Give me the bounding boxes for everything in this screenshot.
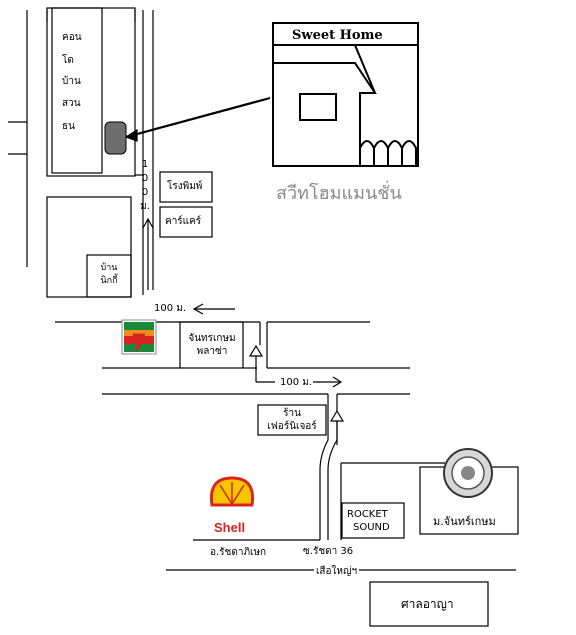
distance-char: 0 bbox=[141, 187, 149, 198]
condo-line: คอน bbox=[62, 32, 82, 43]
svg-text:7: 7 bbox=[131, 331, 146, 356]
distance-lower: 100 ม. bbox=[280, 377, 313, 388]
road-soi: ซ.รัชดา 36 bbox=[303, 546, 354, 557]
shell-icon bbox=[209, 476, 255, 507]
rocket-line: SOUND bbox=[353, 522, 390, 533]
university-seal-icon bbox=[443, 448, 493, 498]
seven-eleven-icon: 7 bbox=[121, 319, 157, 356]
building-marker bbox=[104, 121, 127, 155]
sweet-home-thai-name: สวีทโฮมแมนชั่น bbox=[276, 183, 402, 204]
road-main: เสือใหญ่ฯ bbox=[314, 566, 360, 578]
carcare-label: คาร์แคร์ bbox=[165, 216, 202, 227]
distance-char: 0 bbox=[141, 173, 149, 184]
condo-line: สวน bbox=[62, 98, 81, 109]
nikki-line: บ้าน bbox=[100, 263, 118, 273]
distance-upper: 100 ม. bbox=[154, 303, 187, 314]
nikki-line: นิกกี้ bbox=[100, 276, 118, 286]
distance-char: ม. bbox=[140, 201, 150, 212]
plaza-line: จันทรเกษม bbox=[188, 333, 236, 344]
condo-line: บ้าน bbox=[62, 76, 81, 87]
printing-label: โรงพิมพ์ bbox=[167, 181, 203, 192]
sweet-home-icon bbox=[272, 22, 419, 167]
condo-line: ธน bbox=[62, 121, 75, 132]
shell-label: Shell bbox=[214, 520, 246, 535]
court-label: ศาลอาญา bbox=[401, 597, 454, 611]
plaza-line: พลาซ่า bbox=[196, 346, 228, 357]
condo-line: โด bbox=[62, 55, 74, 66]
university-label: ม.จันทร์เกษม bbox=[433, 515, 496, 528]
furniture-line: เฟอร์นิเจอร์ bbox=[267, 421, 317, 432]
road-ratchada: อ.รัชดาภิเษก bbox=[210, 547, 267, 558]
sweet-home-title: Sweet Home bbox=[292, 28, 383, 43]
distance-char: 1 bbox=[141, 159, 149, 170]
furniture-line: ร้าน bbox=[283, 408, 301, 419]
rocket-line: ROCKET bbox=[347, 509, 388, 520]
